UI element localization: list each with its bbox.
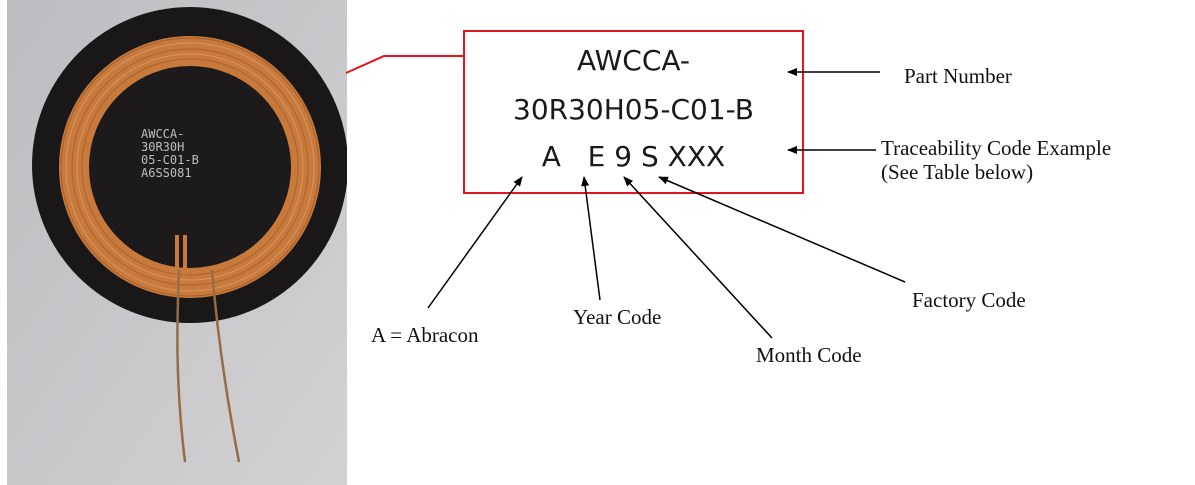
coil-marking-line: A6SS081	[141, 166, 192, 180]
label-abracon: A = Abracon	[371, 323, 479, 347]
label-part-number: Part Number	[904, 64, 1012, 88]
marking-line-part-number: 30R30H05-C01-B	[513, 93, 754, 126]
coil-illustration: AWCCA- 30R30H 05-C01-B A6SS081	[7, 0, 347, 485]
arrow-month-code	[623, 176, 773, 339]
label-factory-code: Factory Code	[912, 288, 1026, 312]
coil-marking-line: AWCCA-	[141, 127, 184, 141]
label-traceability: Traceability Code Example	[881, 136, 1112, 160]
arrow-abracon	[427, 176, 523, 309]
label-month-code: Month Code	[756, 343, 862, 367]
coil-marking-line: 30R30H	[141, 140, 184, 154]
red-leader-line	[345, 55, 463, 74]
arrow-year-code	[581, 176, 601, 301]
coil-marking-line: 05-C01-B	[141, 153, 199, 167]
coil-photo: AWCCA- 30R30H 05-C01-B A6SS081	[7, 0, 347, 485]
coil-marking: AWCCA- 30R30H 05-C01-B A6SS081	[141, 127, 199, 180]
label-traceability-note: (See Table below)	[881, 160, 1034, 184]
lead-wire-right	[210, 269, 241, 463]
marking-line-traceability: A E 9 S XXX	[541, 140, 726, 173]
label-year-code: Year Code	[573, 305, 662, 329]
marking-callout-box: AWCCA- 30R30H05-C01-B A E 9 S XXX	[463, 30, 804, 194]
lead-wire-left	[176, 269, 187, 463]
arrow-factory-code	[658, 176, 906, 283]
copper-winding	[59, 36, 321, 298]
marking-line-part-prefix: AWCCA-	[576, 44, 691, 77]
